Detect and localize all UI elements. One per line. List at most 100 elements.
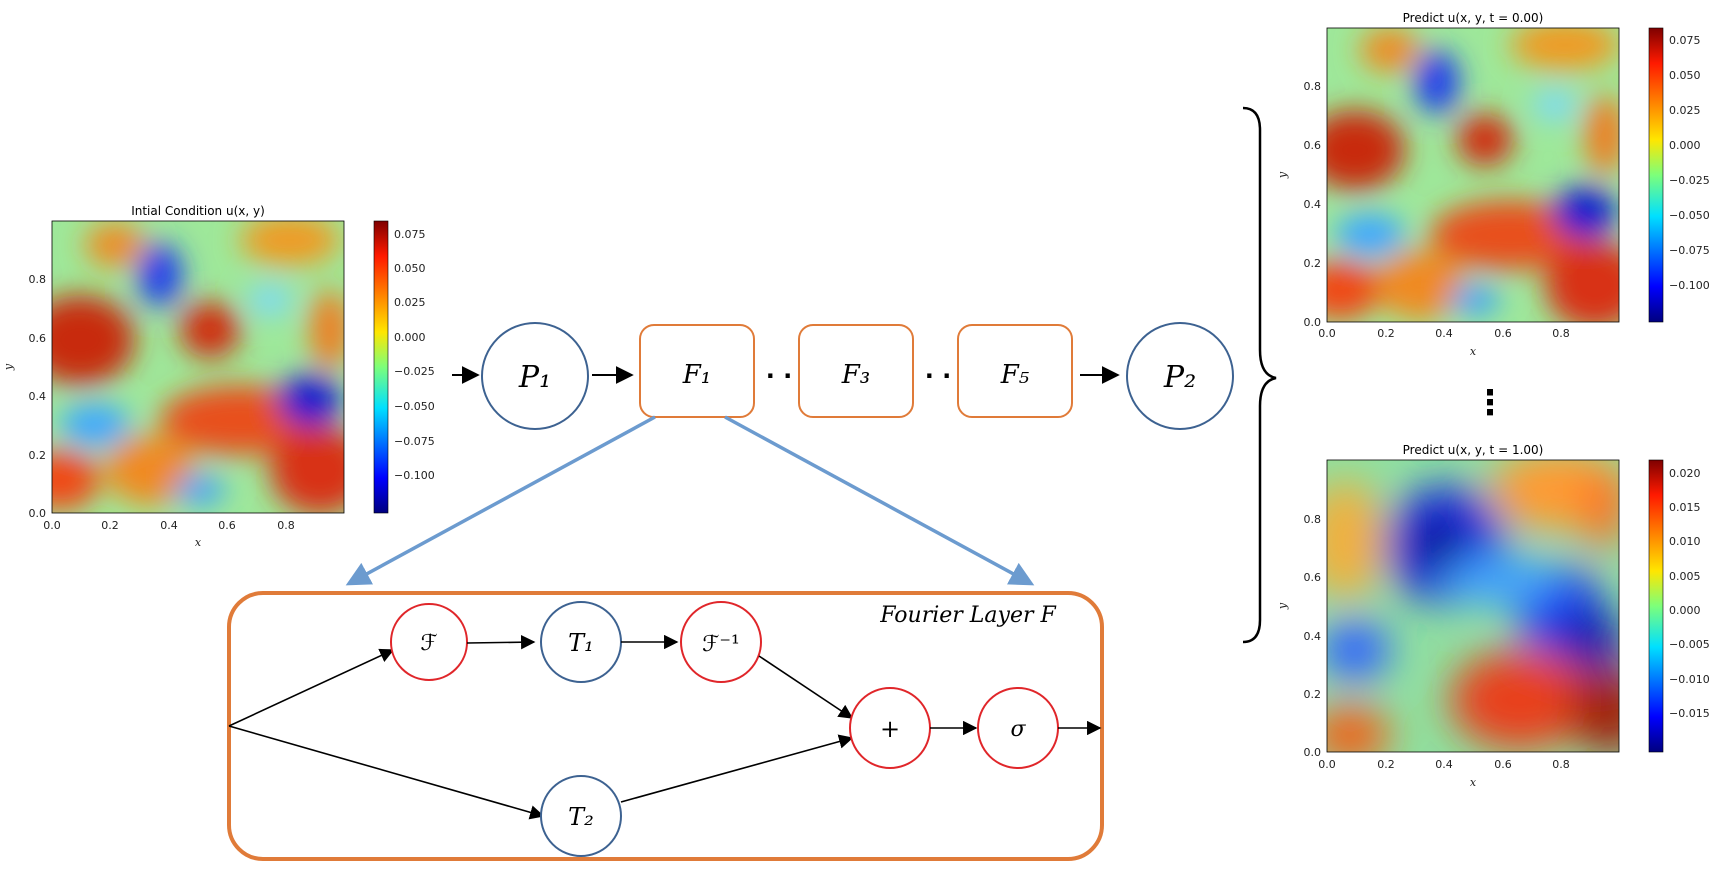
xtick: 0.6 [218,519,236,532]
p1-label: P₁ [518,360,551,395]
ytick: 0.6 [1304,571,1322,584]
cbar-tick: −0.010 [1669,673,1710,686]
xtick: 0.8 [277,519,295,532]
pipeline: P₁ F₁ · · F₃ · · F₅ P₂ [345,106,1277,644]
ytick: 0.2 [1304,688,1322,701]
input-yticks: 0.0 0.2 0.4 0.6 0.8 [29,273,47,520]
ytick: 0.6 [1304,139,1322,152]
xtick: 0.4 [160,519,178,532]
arrow-ifft-plus [758,655,854,719]
cbar-tick: 0.050 [394,262,426,275]
f3-label: F₃ [841,360,870,390]
cbar-tick: −0.005 [1669,638,1710,651]
output-top-xlabel: x [1470,345,1477,358]
cbar-tick: 0.000 [394,331,426,344]
cbar-tick: −0.075 [1669,244,1710,257]
input-plot: Intial Condition u(x, y) [2,204,435,549]
arrow-in-t2 [228,725,545,820]
xtick: 0.8 [1552,758,1570,771]
ytick: 0.4 [1304,630,1322,643]
xtick: 0.0 [43,519,61,532]
sigma-label: σ [1010,717,1026,742]
ytick: 0.6 [29,332,47,345]
cbar-tick: 0.000 [1669,604,1701,617]
fourier-layer: Fourier Layer F ℱ T₁ ℱ⁻¹ T₂ + σ [227,591,1104,861]
cbar-tick: −0.075 [394,435,435,448]
cbar-tick: 0.025 [1669,104,1701,117]
plus-label: + [880,715,900,743]
output-top-title: Predict u(x, y, t = 0.00) [1403,11,1544,25]
ytick: 0.0 [1304,316,1322,329]
output-bottom-xticks: 0.0 0.2 0.4 0.6 0.8 [1318,758,1570,771]
output-bottom-ylabel: y [1276,602,1289,610]
cbar-tick: 0.020 [1669,467,1701,480]
t2-node [540,775,622,857]
ellipsis-2: · · [925,362,952,390]
output-bottom-xlabel: x [1470,776,1477,789]
ytick: 0.8 [29,273,47,286]
ytick: 0.8 [1304,80,1322,93]
output-bottom-plot: Predict u(x, y, t = 1.00) 0.0 0.2 [1276,443,1710,789]
ytick: 0.2 [29,449,47,462]
p2-label: P₂ [1163,360,1196,395]
fourier-layer-box [227,591,1104,861]
ytick: 0.0 [29,507,47,520]
xtick: 0.2 [101,519,119,532]
p1-node [481,322,589,430]
input-colorbar [373,220,389,514]
cbar-tick: −0.100 [1669,279,1710,292]
output-top-yticks: 0.0 0.2 0.4 0.6 0.8 [1304,80,1322,329]
cbar-tick: −0.025 [394,365,435,378]
output-bottom-colorbar [1648,459,1664,753]
time-ellipsis: ⋮ [1473,383,1507,423]
output-top-heatmap [1327,28,1619,322]
cbar-tick: 0.015 [1669,501,1701,514]
input-plot-title: Intial Condition u(x, y) [131,204,265,218]
cbar-tick: 0.075 [394,228,426,241]
cbar-tick: 0.050 [1669,69,1701,82]
f1-label: F₁ [682,360,711,390]
xtick: 0.0 [1318,327,1336,340]
t1-label: T₁ [568,629,594,657]
cbar-tick: −0.050 [394,400,435,413]
f5-box [957,324,1073,418]
f5-label: F₅ [1000,360,1030,390]
ytick: 0.4 [29,390,47,403]
cbar-tick: 0.000 [1669,139,1701,152]
arrow-in-fft [228,648,395,727]
output-bottom-title: Predict u(x, y, t = 1.00) [1403,443,1544,457]
f3-box [798,324,914,418]
cbar-tick: 0.075 [1669,34,1701,47]
ytick: 0.8 [1304,513,1322,526]
output-bottom-yticks: 0.0 0.2 0.4 0.6 0.8 [1304,513,1322,759]
xtick: 0.2 [1377,758,1395,771]
xtick: 0.0 [1318,758,1336,771]
output-bottom-colorbar-ticks: 0.020 0.015 0.010 0.005 0.000 −0.005 −0.… [1669,467,1710,720]
arrow-t2-plus [620,734,854,803]
fourier-layer-title: Fourier Layer F [879,603,1056,628]
f1-box [639,324,755,418]
p2-node [1126,322,1234,430]
output-top-colorbar-ticks: 0.075 0.050 0.025 0.000 −0.025 −0.050 −0… [1669,34,1710,292]
t2-label: T₂ [568,803,594,831]
ellipsis-1: · · [766,362,793,390]
output-top-colorbar [1648,27,1664,323]
xtick: 0.4 [1435,327,1453,340]
ytick: 0.0 [1304,746,1322,759]
cbar-tick: −0.015 [1669,707,1710,720]
expand-arrow-right [724,415,1035,586]
output-brace [1242,106,1277,644]
ytick: 0.2 [1304,257,1322,270]
output-top-plot: Predict u(x, y, t = 0.00) 0 [1276,11,1710,358]
cbar-tick: 0.025 [394,296,426,309]
cbar-tick: 0.010 [1669,535,1701,548]
fft-label: ℱ [420,631,437,656]
fft-node [390,603,468,681]
cbar-tick: −0.025 [1669,174,1710,187]
input-colorbar-ticks: 0.075 0.050 0.025 0.000 −0.025 −0.050 −0… [394,228,435,482]
output-bottom-heatmap [1327,460,1619,752]
cbar-tick: −0.100 [394,469,435,482]
ifft-label: ℱ⁻¹ [702,632,740,657]
ytick: 0.4 [1304,198,1322,211]
